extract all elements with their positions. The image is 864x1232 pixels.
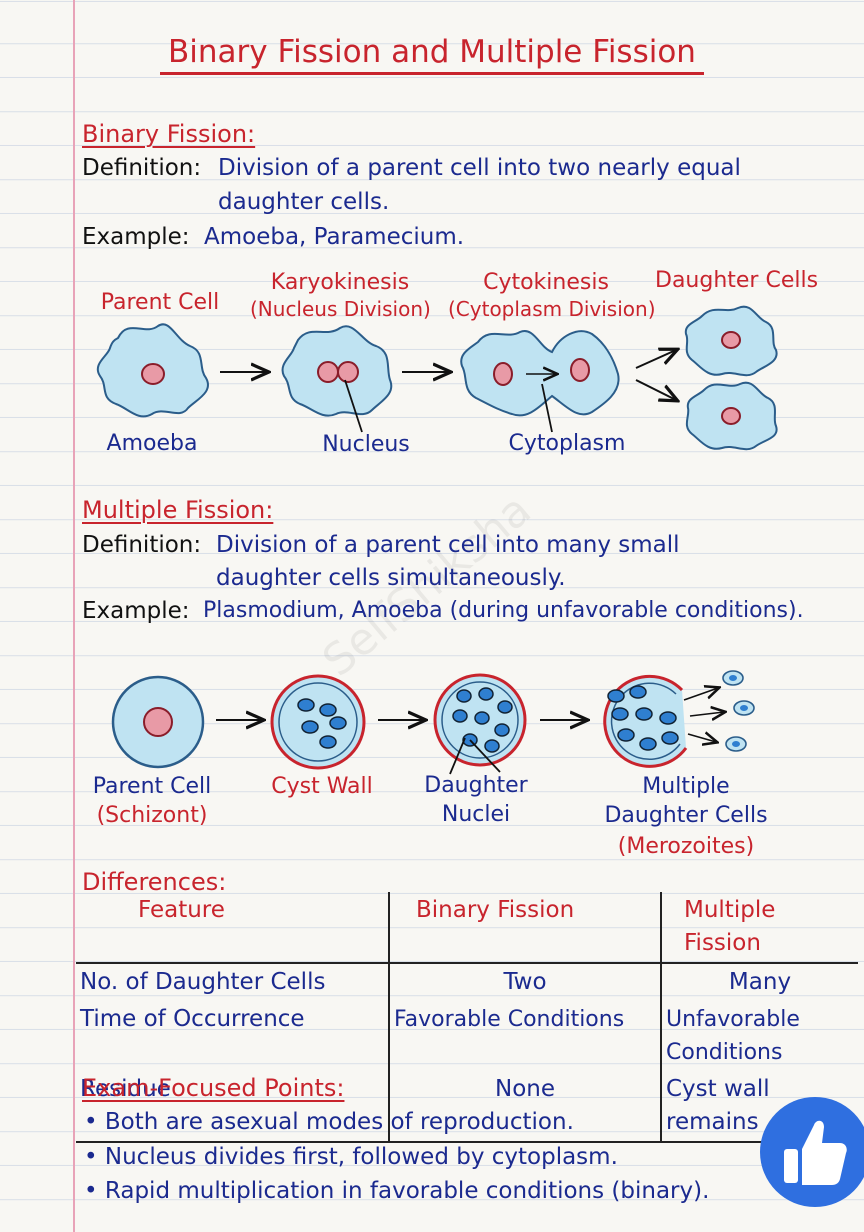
label-amoeba: Amoeba: [106, 431, 198, 456]
table-cell: Unfavorable Conditions: [666, 1007, 800, 1065]
label-karyokinesis: Karyokinesis: [270, 270, 410, 295]
table-row: Residue None Cyst wall remains: [76, 1071, 858, 1143]
amoeba-karyokinesis: [281, 325, 393, 433]
cyst-wall-cell: [270, 674, 366, 770]
table-header-row: Feature Binary Fission Multiple Fission: [76, 892, 858, 964]
label-multiple: Multiple: [642, 774, 730, 799]
multiple-fission-heading: Multiple Fission:: [82, 496, 274, 524]
exam-point: • Rapid multiplication in favorable cond…: [84, 1178, 710, 1204]
table-row: No. of Daughter Cells Two Many: [76, 963, 858, 1001]
label-schizont: (Schizont): [96, 803, 208, 828]
table-cell: Two: [389, 963, 662, 1001]
multiple-definition-line2: daughter cells simultaneously.: [216, 565, 566, 591]
label-nucleus-division: (Nucleus Division): [250, 297, 431, 321]
binary-fission-heading: Binary Fission:: [82, 120, 256, 148]
column-header: Binary Fission: [389, 892, 662, 964]
label-parent-cell-multiple: Parent Cell: [92, 774, 212, 799]
label-nuclei: Nuclei: [441, 802, 511, 827]
label-parent-cell: Parent Cell: [100, 290, 220, 315]
multiple-definition-label: Definition:: [82, 532, 202, 558]
amoeba-cytokinesis: [460, 329, 620, 433]
table-cell: Residue: [76, 1071, 390, 1143]
label-daughter: Daughter: [424, 773, 528, 798]
table-cell: Favorable Conditions: [389, 1001, 662, 1071]
label-cytokinesis: Cytokinesis: [483, 270, 609, 295]
exam-points-heading: Exam-Focused Points:: [82, 1074, 345, 1102]
binary-definition-line1: Division of a parent cell into two nearl…: [218, 155, 741, 181]
differences-heading: Differences:: [82, 868, 227, 896]
label-daughter-cells: Daughter Cells: [655, 268, 819, 293]
table-cell: No. of Daughter Cells: [76, 963, 390, 1001]
notebook-margin-line: [73, 0, 75, 1232]
schizont-parent-cell: [111, 675, 205, 769]
column-header: Multiple Fission: [661, 892, 858, 964]
label-nucleus: Nucleus: [322, 432, 410, 457]
daughter-cell-top: [684, 305, 778, 377]
like-button[interactable]: [760, 1097, 864, 1207]
multiple-example-label: Example:: [82, 598, 190, 624]
daughter-nuclei-cell: [433, 673, 527, 775]
arrow-down-right-icon: [635, 379, 676, 400]
label-daughter-cells-multiple: Daughter Cells: [604, 803, 768, 828]
multiple-example-text: Plasmodium, Amoeba (during unfavorable c…: [203, 598, 804, 623]
page-title: Binary Fission and Multiple Fission: [0, 34, 864, 75]
arrow-up-right-icon: [635, 350, 676, 369]
table-cell: Many: [728, 969, 792, 995]
label-merozoites: (Merozoites): [617, 834, 755, 859]
binary-definition-line2: daughter cells.: [218, 189, 390, 215]
table-cell: Time of Occurrence: [76, 1001, 390, 1071]
exam-point: • Both are asexual modes of reproduction…: [84, 1109, 574, 1135]
column-header: Feature: [76, 892, 390, 964]
label-cytoplasm-division: (Cytoplasm Division): [448, 297, 656, 321]
differences-table: Feature Binary Fission Multiple Fission …: [76, 892, 858, 1143]
binary-example-text: Amoeba, Paramecium.: [204, 224, 465, 250]
table-row: Time of Occurrence Favorable Conditions …: [76, 1001, 858, 1071]
thumbs-up-icon: [784, 1120, 847, 1185]
label-cyst-wall: Cyst Wall: [271, 774, 373, 799]
merozoite-release-cell: [603, 670, 755, 768]
binary-example-label: Example:: [82, 224, 190, 250]
amoeba-parent-cell: [96, 323, 209, 418]
binary-definition-label: Definition:: [82, 155, 202, 181]
table-cell: None: [389, 1071, 662, 1143]
exam-point: • Nucleus divides first, followed by cyt…: [84, 1144, 618, 1170]
multiple-definition-line1: Division of a parent cell into many smal…: [216, 532, 680, 558]
nucleus-icon: [141, 363, 165, 385]
label-cytoplasm: Cytoplasm: [508, 431, 626, 456]
daughter-cell-bottom: [685, 381, 778, 451]
